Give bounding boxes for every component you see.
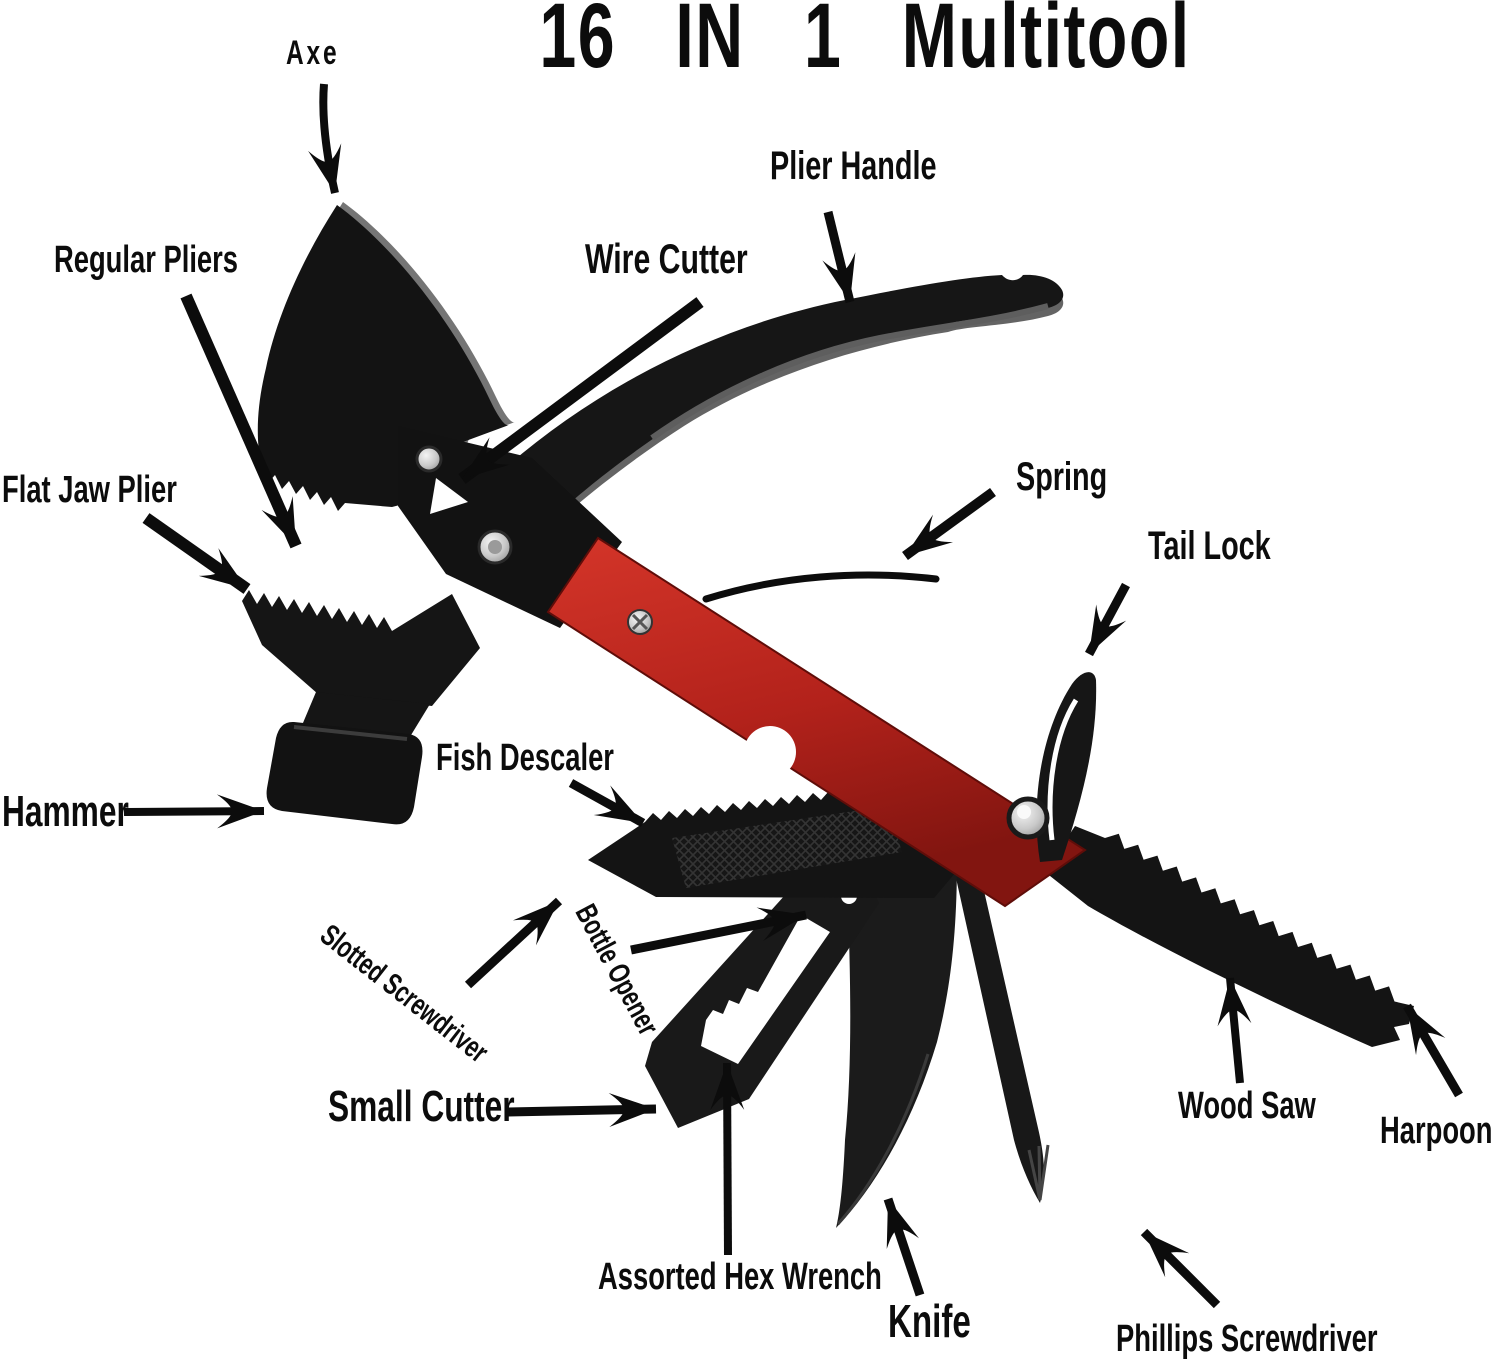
fish-descaler-texture: [672, 806, 902, 888]
label-hammer: Hammer: [2, 787, 129, 836]
pliers-pivot-plate: [398, 426, 622, 628]
hammer-head-highlight: [293, 725, 408, 741]
label-regular-pliers: Regular Pliers: [54, 239, 239, 281]
spring: [702, 571, 940, 603]
callout-arrows: [123, 83, 1463, 1309]
red-handle: [546, 536, 1087, 908]
label-knife: Knife: [888, 1295, 971, 1347]
tool-art: [242, 202, 1414, 1228]
plier-lower-jaw: [242, 590, 480, 706]
hex-wrench-slot: [701, 915, 830, 1064]
flat-jaw-plier-arrow: [142, 513, 251, 594]
label-tail-lock: Tail Lock: [1148, 524, 1271, 568]
phillips-arrow: [1140, 1228, 1221, 1309]
label-plier-handle: Plier Handle: [770, 144, 937, 188]
handle-screw-slots: [631, 613, 649, 631]
label-assorted-hex-wrench: Assorted Hex Wrench: [598, 1256, 882, 1298]
harpoon-arrow: [1403, 1003, 1463, 1098]
spring-arrow: [902, 487, 996, 561]
wood-saw-blade: [1045, 826, 1414, 1047]
label-wood-saw: Wood Saw: [1178, 1085, 1316, 1127]
hammer-arrow: [123, 794, 265, 829]
bottle-opener-arrow: [630, 907, 807, 955]
knife-edge-grind: [836, 1053, 930, 1225]
wire-cutter-arrow: [458, 297, 704, 484]
wire-cutter-notch: [430, 478, 468, 514]
plier-handle-arrow: [822, 210, 856, 304]
tail-rivet-highlight: [1017, 805, 1031, 819]
phillips-screwdriver: [916, 830, 1044, 1203]
axe-arrow: [308, 83, 342, 194]
label-wire-cutter: Wire Cutter: [585, 235, 748, 282]
label-phillips-screwdriver: Phillips Screwdriver: [1116, 1318, 1378, 1360]
hex-wrench-arrow: [710, 1062, 745, 1256]
pivot-rivet-main-core: [488, 540, 502, 554]
knife-arrow: [883, 1197, 925, 1297]
label-axe: Axe: [286, 34, 340, 72]
tail-lock-slit: [1047, 698, 1079, 841]
tail-rivet: [1006, 796, 1050, 840]
plier-handle: [505, 274, 1064, 522]
slotted-screwdriver-arrow: [464, 897, 563, 989]
fish-descaler-arrow: [568, 779, 646, 827]
tail-lock-arrow: [1085, 582, 1130, 657]
plier-handle-bevel-line: [650, 303, 1049, 441]
phillips-flutes: [1027, 1144, 1050, 1201]
label-harpoon: Harpoon: [1380, 1110, 1493, 1152]
hammer-head: [266, 721, 423, 825]
axe-blade: [257, 205, 509, 511]
label-spring: Spring: [1016, 455, 1108, 499]
label-fish-descaler: Fish Descaler: [436, 737, 614, 779]
finger-notch: [744, 726, 796, 778]
label-flat-jaw-plier: Flat Jaw Plier: [2, 469, 177, 511]
regular-pliers-arrow: [180, 293, 302, 549]
label-small-cutter: Small Cutter: [328, 1082, 515, 1131]
wood-saw-arrow: [1217, 977, 1252, 1084]
small-cutter-arrow: [507, 1092, 657, 1127]
page-title: 16 IN 1 Multitool: [539, 0, 1191, 87]
pivot-rivet-upper: [415, 445, 443, 473]
